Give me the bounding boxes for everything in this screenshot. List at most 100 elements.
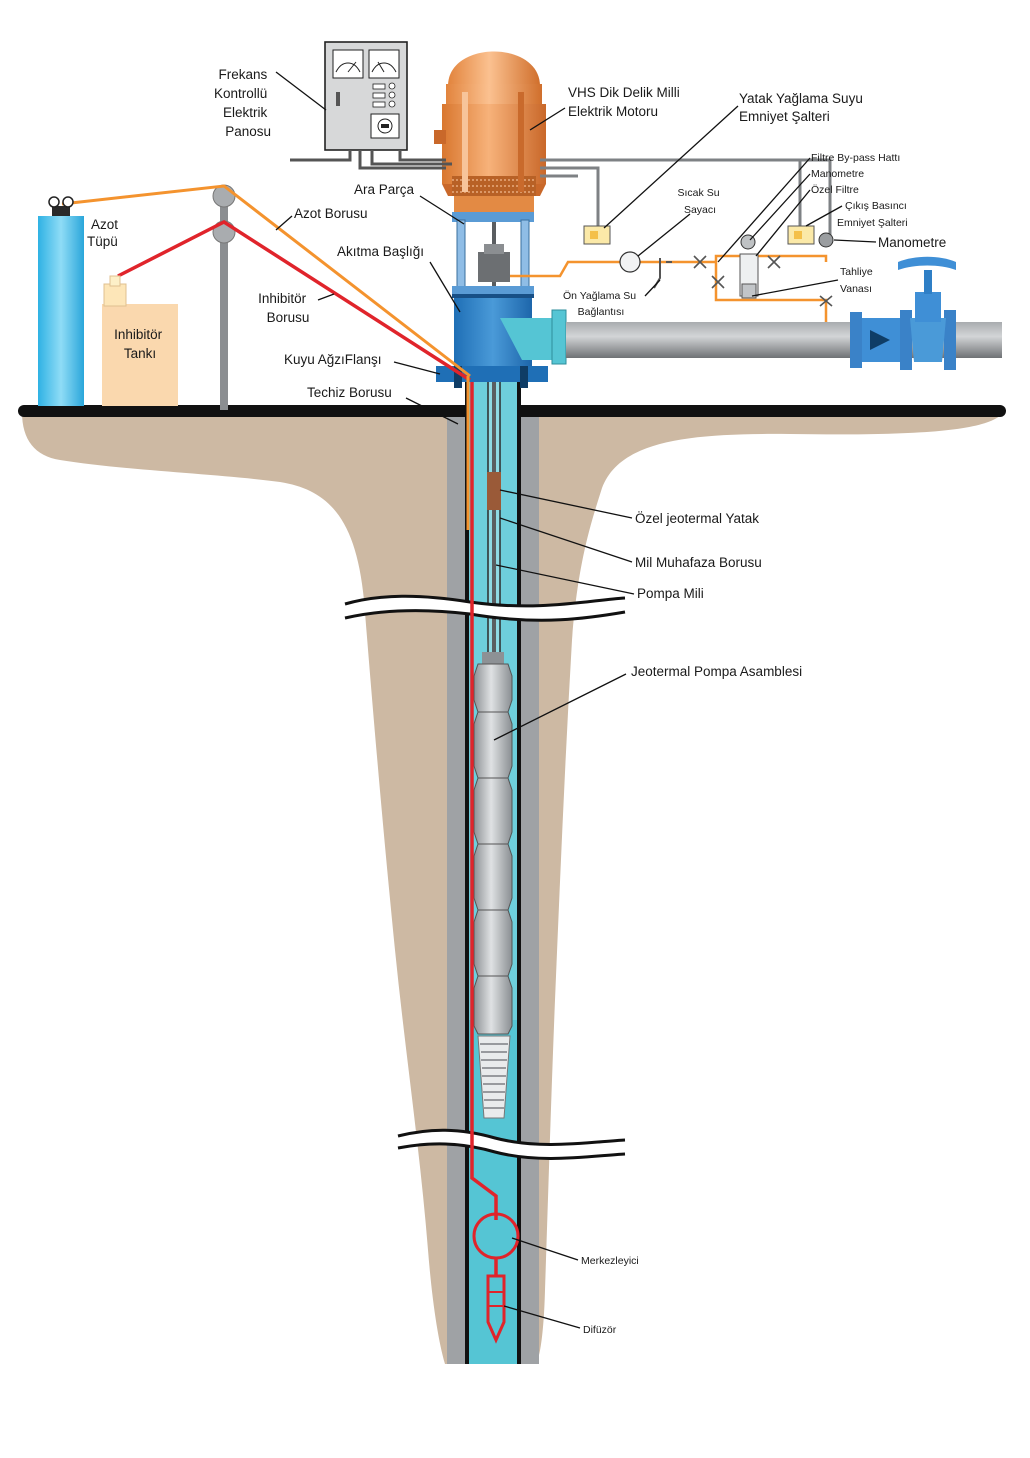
intermediate-piece <box>452 212 534 294</box>
suction-screen <box>477 1035 511 1119</box>
manometer-2 <box>818 232 834 248</box>
discharge-flange-b <box>850 312 862 368</box>
valve-c <box>711 275 725 289</box>
svg-text:Çıkış Basıncı Emniyet Şalt: Çıkış Basıncı Emniyet Şalteri <box>837 200 910 229</box>
discharge-outlet <box>500 318 552 360</box>
label-techiz: Techiz Borusu <box>307 385 392 400</box>
switch-indicator-2 <box>794 231 802 239</box>
flow-direction-arrow <box>870 330 890 350</box>
leader-motor <box>529 107 566 131</box>
label-prelube-2: Bağlantısı <box>578 306 625 318</box>
valve-b <box>767 255 781 269</box>
leader-lube-switch <box>603 105 739 229</box>
leader-kuyu-agzi <box>393 361 441 375</box>
inhibitor-downhole-line <box>470 378 520 1344</box>
label-mil-muhafaza: Mil Muhafaza Borusu <box>635 555 762 570</box>
svg-text:Azot Tüpü: Azot Tüpü <box>87 217 122 249</box>
well-break-upper <box>344 594 626 622</box>
label-panel-1: Frekans <box>218 67 267 82</box>
svg-text:Inhibitör Borusu: Inhibitör Borusu <box>258 291 310 325</box>
leader-manometer-2 <box>833 239 877 243</box>
label-manometer-1: Manometre <box>811 168 864 180</box>
label-motor-2: Elektrik Motoru <box>568 104 658 119</box>
leader-special-filter <box>755 189 811 257</box>
label-inhibitor-tanki-1: Inhibitör <box>114 327 163 342</box>
leader-filter-bypass <box>717 157 811 263</box>
label-drain-1: Tahliye <box>840 266 873 278</box>
svg-text:VHS Dik Delik Milli Elektr: VHS Dik Delik Milli Elektrik Motoru <box>568 85 684 119</box>
label-kuyu-agzi: Kuyu AğzıFlanşı <box>284 352 382 367</box>
label-pompa-mili: Pompa Mili <box>637 586 704 601</box>
leader-ara-parca <box>419 195 465 225</box>
leader-pompa-mili <box>495 564 635 595</box>
label-manometer-2: Manometre <box>878 235 946 250</box>
leader-manometer-1 <box>749 173 811 241</box>
svg-text:Inhibitör Tankı: Inhibitör Tankı <box>114 327 166 361</box>
leader-outlet-switch <box>805 205 843 227</box>
label-azot-tupu-1: Azot <box>91 217 118 232</box>
hot-water-meter <box>619 251 641 273</box>
label-panel-2: Kontrollü <box>214 86 267 101</box>
column-pipe-wall-left <box>465 380 469 1364</box>
leader-difuzor <box>503 1305 581 1329</box>
label-hot-water-2: Sayacı <box>684 204 716 216</box>
leader-techiz <box>405 397 459 425</box>
label-ara-parca: Ara Parça <box>354 182 415 197</box>
discharge-head <box>454 296 532 366</box>
label-yatak: Özel jeotermal Yatak <box>635 511 759 526</box>
outlet-flange-a <box>551 309 567 365</box>
label-difuzor: Difüzör <box>583 1324 617 1336</box>
label-outlet-switch-1: Çıkış Basıncı <box>845 200 907 212</box>
label-panel-3: Elektrik <box>223 105 268 120</box>
leader-pompa-asamblesi <box>493 673 627 741</box>
leader-inhibitor-borusu <box>317 293 335 301</box>
leader-yatak <box>499 489 633 519</box>
frequency-control-panel <box>324 41 408 151</box>
lube-signal-line-2 <box>596 160 802 226</box>
label-panel-4: Panosu <box>225 124 271 139</box>
support-post <box>212 184 236 410</box>
label-special-filter: Özel Filtre <box>811 184 859 196</box>
switch-indicator-1 <box>590 231 598 239</box>
svg-text:Frekans Kontrollü Elek: Frekans Kontrollü Elektrik Panosu <box>214 67 271 139</box>
inhibitor-tank <box>102 275 178 406</box>
nitrogen-line <box>61 184 471 378</box>
column-pipe-wall-right <box>517 380 521 1364</box>
filter-bowl <box>741 283 757 299</box>
label-prelube-1: Ön Yağlama Su <box>563 290 636 302</box>
label-drain-2: Vanası <box>840 283 872 295</box>
drain-gate-valve <box>898 256 956 370</box>
label-azot-tupu-2: Tüpü <box>87 234 118 249</box>
label-pompa-asamblesi: Jeotermal Pompa Asamblesi <box>631 664 802 679</box>
leader-hot-water <box>637 213 691 257</box>
label-inhibitor-borusu-2: Borusu <box>267 310 310 325</box>
label-azot-borusu: Azot Borusu <box>294 206 368 221</box>
svg-text:Sıcak Su Sayacı: Sıcak Su Sayacı <box>678 187 723 216</box>
panel-cables <box>290 150 452 170</box>
label-akitma-basligi: Akıtma Başlığı <box>337 244 424 259</box>
label-lube-switch-2: Emniyet Şalteri <box>739 109 830 124</box>
leader-prelube <box>644 279 661 297</box>
svg-text:Yatak Yağlama Suyu Emniyet: Yatak Yağlama Suyu Emniyet Şalteri <box>739 91 867 124</box>
label-filter-bypass: Filtre By-pass Hattı <box>811 152 900 164</box>
leader-drain <box>751 279 839 297</box>
bearing <box>487 472 501 510</box>
vhs-motor <box>434 51 546 212</box>
valve-a <box>693 255 707 269</box>
svg-text:Ön Yağlama Su Bağlantısı: Ön Yağlama Su Bağlantısı <box>563 290 639 318</box>
pump-shaft <box>492 220 496 665</box>
leader-panel <box>275 71 327 111</box>
leader-merkezleyici <box>511 1237 579 1261</box>
label-outlet-switch-2: Emniyet Şalteri <box>837 217 908 229</box>
label-hot-water-1: Sıcak Su <box>678 187 720 199</box>
leader-mil-muhafaza <box>499 517 633 563</box>
inhibitor-supply-line <box>117 219 471 382</box>
svg-text:Filtre By-pass Hattı Manom: Filtre By-pass Hattı Manometre Özel Filt… <box>811 152 903 196</box>
svg-text:Tahliye Vanası: Tahliye Vanası <box>840 266 876 295</box>
leader-azot-borusu <box>275 215 293 231</box>
label-merkezleyici: Merkezleyici <box>581 1255 639 1267</box>
pump-assembly <box>473 652 513 1035</box>
nitrogen-cylinder <box>38 196 84 406</box>
label-inhibitor-borusu-1: Inhibitör <box>258 291 307 306</box>
